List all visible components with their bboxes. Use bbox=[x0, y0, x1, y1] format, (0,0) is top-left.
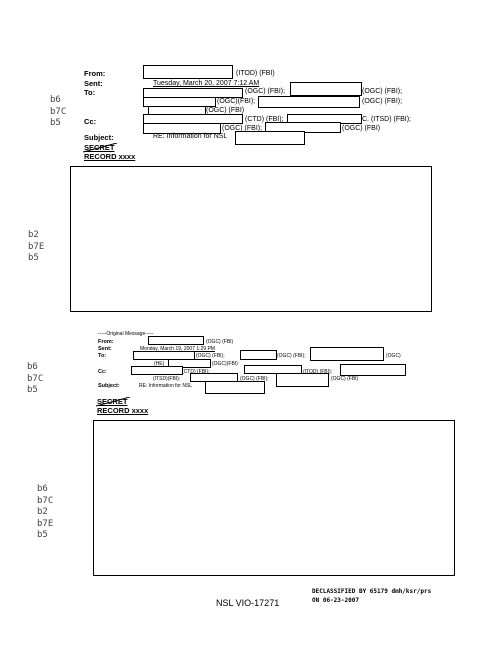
from-label: From: bbox=[98, 339, 114, 345]
document-id: NSL VIO-17271 bbox=[216, 598, 280, 608]
redaction-box bbox=[133, 351, 195, 360]
record-marking: RECORD xxxx bbox=[84, 152, 136, 161]
redacted-body-block bbox=[93, 420, 455, 576]
redaction-box bbox=[168, 359, 211, 368]
cc-recipient: (CTD) (FBI); bbox=[182, 369, 210, 375]
redaction-box bbox=[143, 123, 221, 134]
cc-recipient: (OGC) (FBI); bbox=[240, 376, 269, 382]
cc-recipient: (ITSD)(FBI); bbox=[153, 376, 181, 382]
redaction-box bbox=[240, 350, 277, 360]
original-message-marker: -----Original Message----- bbox=[98, 331, 154, 337]
sent-label: Sent: bbox=[84, 79, 103, 88]
cc-label: Cc: bbox=[98, 369, 107, 375]
declassification-date: ON 06-23-2007 bbox=[312, 597, 359, 604]
sent-value: Monday, March 19, 2007 1:29 PM bbox=[140, 346, 215, 352]
redaction-box bbox=[143, 65, 233, 79]
to-label: To: bbox=[84, 88, 96, 97]
sent-label: Sent: bbox=[98, 346, 112, 352]
declassification-line: DECLASSIFIED BY 65179 dmh/ksr/prs bbox=[312, 588, 432, 595]
redaction-box bbox=[276, 373, 329, 387]
classification-marking: SECRET bbox=[83, 143, 118, 153]
record-marking: RECORD xxxx bbox=[97, 406, 149, 415]
redaction-box bbox=[290, 82, 362, 96]
redaction-box bbox=[148, 336, 204, 345]
subject-label: Subject: bbox=[84, 133, 114, 142]
redacted-body-block bbox=[70, 166, 432, 312]
to-recipient: (HE) bbox=[154, 361, 165, 367]
cc-recipient: (OGC) (FBI) bbox=[342, 125, 381, 132]
from-value: (OGC) (FBI) bbox=[206, 339, 234, 345]
classification-marking: SECRET bbox=[96, 397, 131, 407]
cc-recipient: C. (ITSD) (FBI); bbox=[362, 116, 411, 123]
to-recipient: (OGC)(FBI) bbox=[212, 361, 238, 367]
cc-recipient: (OGC) (FBI); bbox=[222, 125, 263, 132]
cc-label: Cc: bbox=[84, 117, 97, 126]
to-recipient: (OGC) (FBI); bbox=[277, 353, 306, 359]
to-recipient: (OGC) (FBI); bbox=[362, 88, 403, 95]
to-recipient: (OGC) (FBI); bbox=[245, 88, 286, 95]
redaction-box bbox=[258, 96, 360, 108]
to-recipient: (OGC)(FBI); bbox=[217, 98, 256, 105]
subject-value: RE: Information for NSL bbox=[153, 133, 228, 140]
cc-recipient: (ITOD) (FBI); bbox=[303, 369, 333, 375]
from-value: (ITOD) (FBI) bbox=[236, 70, 275, 77]
redaction-box bbox=[310, 347, 384, 361]
subject-label: Subject: bbox=[98, 383, 120, 389]
from-label: From: bbox=[84, 69, 106, 78]
to-recipient: (OGC) (FBI) bbox=[206, 107, 245, 114]
sent-value: Tuesday, March 20, 2007 7:12 AM bbox=[153, 80, 260, 87]
redaction-box bbox=[244, 365, 302, 374]
cc-recipient: (CTD) (FBI); bbox=[245, 116, 284, 123]
redaction-box bbox=[340, 364, 406, 376]
to-recipient: (OGC) bbox=[386, 353, 401, 359]
to-label: To: bbox=[98, 353, 107, 359]
redaction-box bbox=[205, 381, 265, 394]
to-recipient: (OGC) (FBI); bbox=[196, 353, 225, 359]
to-recipient: (OGC) (FBI); bbox=[362, 98, 403, 105]
subject-value: RE: Information for NSL bbox=[139, 383, 193, 389]
cc-recipient: (OGC) (FBI) bbox=[331, 376, 359, 382]
redaction-box bbox=[235, 131, 305, 145]
redaction-box bbox=[131, 366, 183, 375]
